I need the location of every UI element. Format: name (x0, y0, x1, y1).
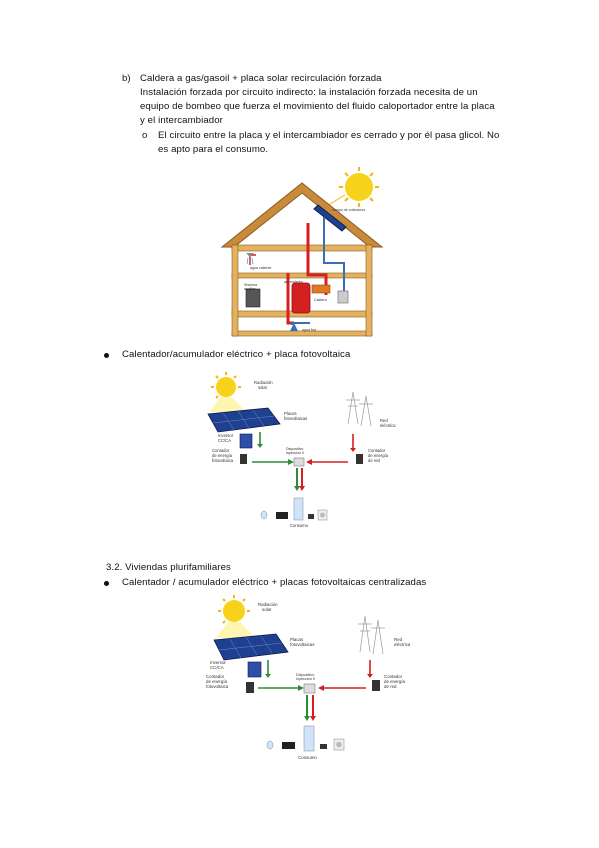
label-device-2: inyección 0 (286, 451, 304, 455)
section-b-line-1: Instalación forzada por circuito indirec… (140, 87, 478, 98)
label-grid-2: eléctrica (380, 423, 396, 428)
appliances-icon (266, 725, 345, 752)
bullet-dot-2 (104, 581, 109, 586)
label-collectors: campo de colectores (332, 208, 365, 212)
power-pylon-icon (346, 391, 373, 427)
bullet-1-text: Calentador/acumulador eléctrico + placa … (122, 349, 351, 360)
house-solar-thermal-diagram: campo de colectores agua caliente acumul… (220, 167, 384, 337)
sun-icon (210, 372, 246, 412)
pv-diagram-1: Radiación solar Placas fotovoltaicas Red… (207, 372, 396, 528)
label-device-1: Dispositivo (286, 447, 303, 451)
label-storage: acumulador (284, 280, 304, 284)
label-boiler-a: Sistema (244, 283, 257, 287)
label-device-1: Dispositivo (296, 673, 314, 677)
sun-icon (339, 167, 379, 207)
label-inverter-1: Inversor (210, 660, 226, 665)
label-meter-pv-3: fotovoltaica (212, 458, 234, 463)
label-grid-1: Red (394, 637, 403, 642)
label-meter-grid-2: de energía (368, 453, 389, 458)
label-meter-pv-1: Contador (212, 448, 230, 453)
label-meter-grid-3: de red (384, 684, 397, 689)
label-radiation-2: solar (262, 607, 272, 612)
label-radiation-1: Radiación (254, 380, 273, 385)
label-consumption: Consumo (290, 523, 309, 528)
section-b-title: Caldera a gas/gasoil + placa solar recir… (140, 73, 382, 84)
label-device-2: inyección 0 (296, 677, 315, 681)
label-grid-1: Red (380, 418, 388, 423)
bullet-2-text: Calentador / acumulador eléctrico + plac… (122, 577, 427, 588)
sub-list-marker: o (142, 130, 148, 141)
auxiliary-boiler (245, 288, 261, 308)
power-pylon-icon (358, 615, 385, 655)
sub-item-line-2: es apto para el consumo. (158, 144, 269, 155)
label-meter-grid-3: de red (368, 458, 381, 463)
label-meter-grid-1: Contador (368, 448, 386, 453)
label-panels-1: Placas (290, 637, 304, 642)
label-cold-water: agua fría (302, 328, 316, 332)
label-panels-1: Placas (284, 411, 297, 416)
sun-icon (216, 595, 256, 638)
label-hot-water: agua caliente (250, 266, 271, 270)
inverter-icon (239, 433, 253, 449)
inverter-icon (247, 661, 262, 678)
label-inverter-2: CC/CA (210, 665, 224, 670)
label-inverter-1: Inversor (218, 433, 234, 438)
label-radiation-1: Radiación (258, 602, 278, 607)
label-grid-2: eléctrica (394, 642, 411, 647)
list-marker-b: b) (122, 73, 131, 84)
sub-item-line-1: El circuito entre la placa y el intercam… (158, 130, 500, 141)
label-meter-pv-1: Contador (206, 674, 225, 679)
bullet-dot-1 (104, 353, 109, 358)
label-consumption: Consumo (298, 755, 317, 760)
label-boiler-b: auxiliar (244, 287, 256, 291)
label-meter-grid-1: Contador (384, 674, 403, 679)
label-inverter-2: CC/CA (218, 438, 231, 443)
label-panels-2: fotovoltaicas (284, 416, 307, 421)
label-meter-pv-2: de energía (212, 453, 233, 458)
appliances-icon (260, 497, 328, 521)
label-meter-pv-2: de energía (206, 679, 228, 684)
section-b-line-2: equipo de bombeo que fuerza el movimient… (140, 101, 495, 112)
solar-collector-icon (313, 204, 347, 232)
label-heater: Caldera (314, 298, 327, 302)
label-meter-pv-3: fotovoltaica (206, 684, 229, 689)
storage-tank (291, 282, 311, 314)
section-heading-3-2: 3.2. Viviendas plurifamiliares (106, 562, 231, 573)
pv-diagram-2: Radiación solar Placas fotovoltaicas Red… (206, 595, 411, 760)
section-b-line-3: y el intercambiador (140, 115, 223, 126)
solar-panel-icon (213, 633, 289, 661)
label-radiation-2: solar (258, 385, 268, 390)
label-panels-2: fotovoltaicas (290, 642, 315, 647)
label-meter-grid-2: de energía (384, 679, 406, 684)
